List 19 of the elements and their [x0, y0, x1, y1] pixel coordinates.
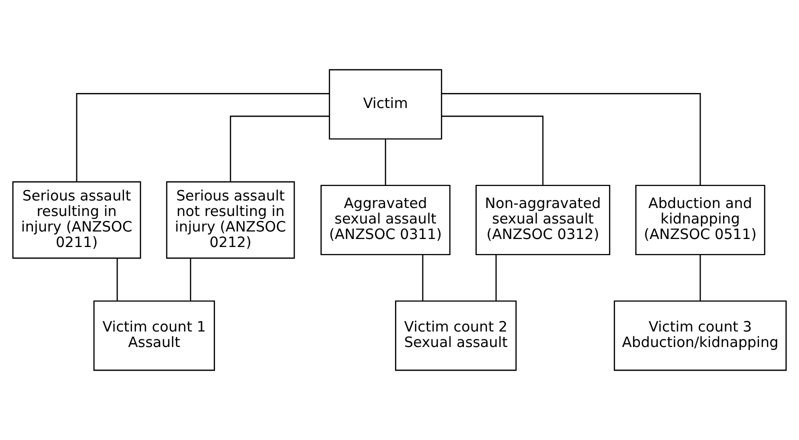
- node-box: Non-aggravated sexual assault (ANZSOC 0312): [476, 184, 610, 256]
- node-box: Abduction and kidnapping (ANZSOC 0511): [635, 184, 766, 256]
- connector: [700, 254, 701, 301]
- connector: [442, 93, 701, 186]
- connector: [230, 116, 330, 182]
- connector: [384, 139, 386, 186]
- node-box: Victim count 3 Abduction/kidnapping: [614, 300, 787, 371]
- connector: [495, 254, 497, 301]
- connector: [76, 93, 330, 182]
- connector: [190, 258, 192, 302]
- node-box: Victim: [328, 69, 442, 140]
- node-box: Aggravated sexual assault (ANZSOC 0311): [320, 184, 450, 256]
- connector: [116, 258, 118, 302]
- connector: [442, 116, 544, 185]
- node-box: Serious assault resulting in injury (ANZSOC 0211): [12, 181, 142, 259]
- node-box: Victim count 2 Sexual assault: [395, 300, 517, 371]
- node-box: Serious assault not resulting in injury (ANZSOC 0212): [166, 181, 295, 259]
- connector: [422, 254, 424, 301]
- node-box: Victim count 1 Assault: [93, 300, 215, 371]
